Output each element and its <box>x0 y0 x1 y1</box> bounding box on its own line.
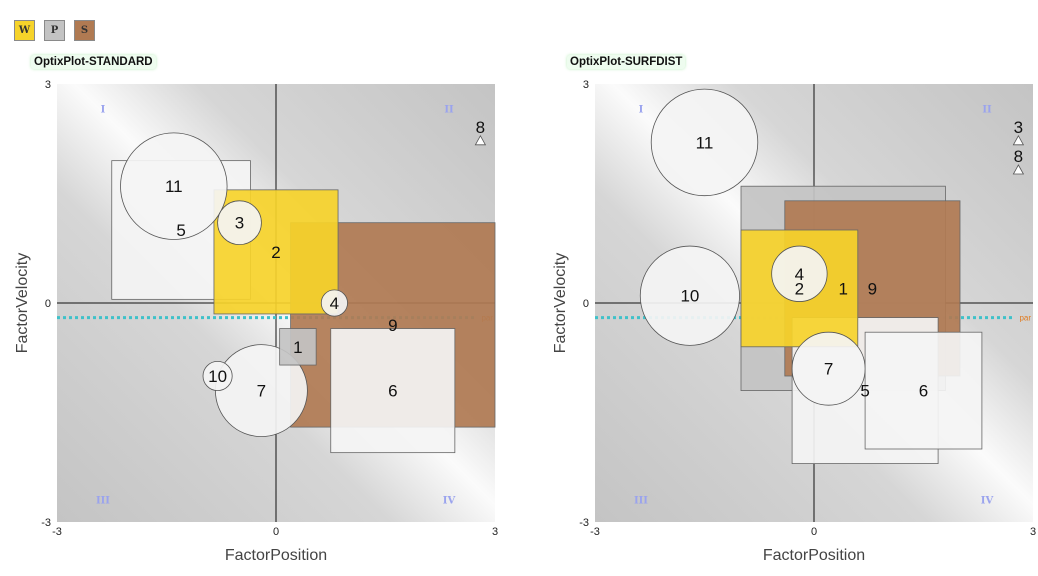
marker-label-5: 5 <box>860 382 869 401</box>
y-tick-label: 0 <box>583 298 589 310</box>
marker-3 <box>217 200 262 246</box>
quadrant-label: I <box>101 104 106 115</box>
y-tick-label: 3 <box>45 79 51 91</box>
y-tick-label: 3 <box>583 79 589 91</box>
marker-8 <box>1012 164 1025 175</box>
marker-label-8: 8 <box>1014 147 1023 166</box>
x-tick-label: 3 <box>1030 526 1036 538</box>
marker-label-1: 1 <box>838 279 847 298</box>
quadrant-label: I <box>639 104 644 115</box>
marker-label-8: 8 <box>476 118 485 137</box>
y-tick-label: 0 <box>45 298 51 310</box>
quadrant-label: IV <box>443 496 456 507</box>
quadrant-label: II <box>982 104 992 115</box>
marker-3 <box>1012 134 1025 146</box>
marker-label-9: 9 <box>388 316 397 335</box>
legend: W P S <box>14 20 95 41</box>
x-axis-label: FactorPosition <box>763 547 865 564</box>
x-tick-label: -3 <box>52 526 62 538</box>
y-axis-label: FactorVelocity <box>552 253 569 353</box>
marker-label-2: 2 <box>271 243 280 262</box>
marker-1 <box>279 328 317 366</box>
marker-label-6: 6 <box>388 382 397 401</box>
marker-6 <box>864 331 983 450</box>
quadrant-label: III <box>634 496 648 507</box>
quadrant-label: III <box>96 496 110 507</box>
chart-title-standard: OptixPlot-STANDARD <box>31 55 156 69</box>
y-tick-label: -3 <box>41 517 51 529</box>
marker-label-5: 5 <box>176 221 185 240</box>
marker-label-11: 11 <box>165 177 183 196</box>
reference-line-label: par <box>1019 314 1031 323</box>
marker-label-7: 7 <box>257 382 266 401</box>
marker-4 <box>771 245 828 302</box>
legend-chip-w[interactable]: W <box>14 20 35 41</box>
x-tick-label: -3 <box>590 526 600 538</box>
x-tick-label: 3 <box>492 526 498 538</box>
marker-label-7: 7 <box>824 360 833 379</box>
legend-chip-s[interactable]: S <box>74 20 95 41</box>
marker-11 <box>120 132 228 240</box>
quadrant-label: IV <box>981 496 994 507</box>
quadrant-label: II <box>444 104 454 115</box>
marker-label-3: 3 <box>1014 118 1023 137</box>
marker-label-6: 6 <box>919 382 928 401</box>
marker-label-9: 9 <box>868 279 877 298</box>
marker-label-10: 10 <box>208 367 227 386</box>
marker-label-4: 4 <box>795 265 804 284</box>
marker-10 <box>639 245 740 346</box>
marker-8 <box>474 134 487 146</box>
legend-chip-p[interactable]: P <box>44 20 65 41</box>
y-axis-label: FactorVelocity <box>14 253 31 353</box>
x-tick-label: 0 <box>811 526 817 538</box>
marker-6 <box>330 328 456 454</box>
marker-label-4: 4 <box>330 294 339 313</box>
marker-7 <box>791 331 866 406</box>
x-tick-label: 0 <box>273 526 279 538</box>
marker-label-10: 10 <box>680 287 699 306</box>
marker-label-1: 1 <box>293 338 302 357</box>
marker-label-3: 3 <box>235 214 244 233</box>
marker-label-11: 11 <box>696 133 714 152</box>
chart-title-surfdist: OptixPlot-SURFDIST <box>567 55 686 69</box>
marker-4 <box>320 289 348 317</box>
marker-11 <box>650 88 759 197</box>
marker-10 <box>202 360 233 391</box>
chart-0: IIIIIIIVpar1234567891011-30330-3FactorPo… <box>14 79 498 564</box>
y-tick-label: -3 <box>579 517 589 529</box>
x-axis-label: FactorPosition <box>225 547 327 564</box>
marker-label-2: 2 <box>795 279 804 298</box>
